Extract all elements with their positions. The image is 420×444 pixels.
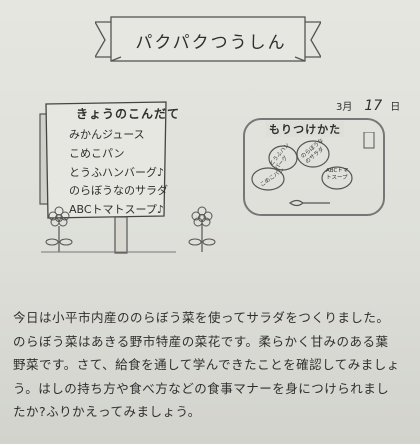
flower-right-bloom (188, 206, 216, 252)
date-month: 3月 (336, 102, 353, 113)
menu-item: みかんジュース (69, 128, 145, 141)
serving-diagram (251, 132, 375, 207)
menu-item: とうふハンバーグ♪ (69, 165, 165, 179)
flower-left (45, 206, 73, 252)
serving-title: もりつけかた (266, 121, 345, 137)
article-line: たか?ふりかえってみましょう。 (13, 404, 201, 419)
hamburg-plate (268, 145, 298, 171)
spoon-icon (288, 199, 330, 207)
article-line: 野菜です。さて、給食を通して学んできたことを確認してみましょ (13, 357, 400, 372)
date-day: 17 (364, 98, 383, 114)
menu-item: のらぼうなのサラダ (69, 184, 168, 198)
pan-plate (251, 167, 285, 191)
title-banner (95, 16, 321, 62)
article-text: 今日は小平市内産ののらぼう菜を使ってサラダをつくりました。 のらぼう菜はあきる野… (13, 306, 413, 424)
menu-item: ABCトマトスープ♪ (69, 203, 164, 217)
serving-diagram-box (243, 118, 385, 216)
menu-list: みかんジュース こめこパン とうふハンバーグ♪ のらぼうなのサラダ ABCトマト… (69, 126, 168, 220)
menu-title: きょうのこんだて (76, 107, 181, 121)
date-line: 3月 17 日 (336, 98, 400, 114)
menu-signboard (39, 101, 176, 254)
juice-carton (363, 132, 375, 149)
label-soup: ABCトマトスープ (326, 168, 349, 181)
article-line: のらぼう菜はあきる野市特産の菜花です。柔らかく甘みのある葉 (13, 333, 389, 349)
soup-bowl (321, 166, 353, 190)
article-line: う。はしの持ち方や食べ方などの食事マナーを身につけられまし (13, 380, 390, 396)
date-weekday-label: 日 (390, 102, 401, 113)
menu-item: こめこパン (69, 146, 125, 160)
newsletter-title: パクパクつうしん (135, 33, 287, 53)
article-line: 今日は小平市内産ののらぼう菜を使ってサラダをつくりました。 (13, 310, 390, 325)
salad-bowl (296, 140, 330, 168)
